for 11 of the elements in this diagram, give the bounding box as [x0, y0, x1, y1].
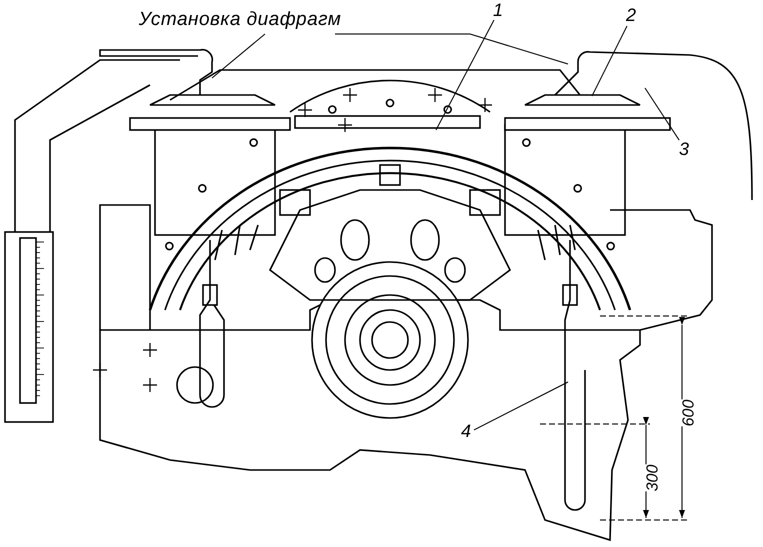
leader-line	[436, 20, 494, 130]
leader-line	[644, 88, 680, 141]
callout-number: 4	[460, 422, 471, 440]
callout-number: 1	[492, 1, 503, 19]
leader-line	[334, 34, 568, 64]
leader-line	[592, 26, 628, 96]
callout-number: 2	[626, 6, 636, 24]
leader-line	[474, 382, 568, 430]
heading: Установка диафрагм	[138, 10, 342, 28]
callout-number: 3	[678, 140, 689, 158]
leader-line	[212, 34, 266, 78]
